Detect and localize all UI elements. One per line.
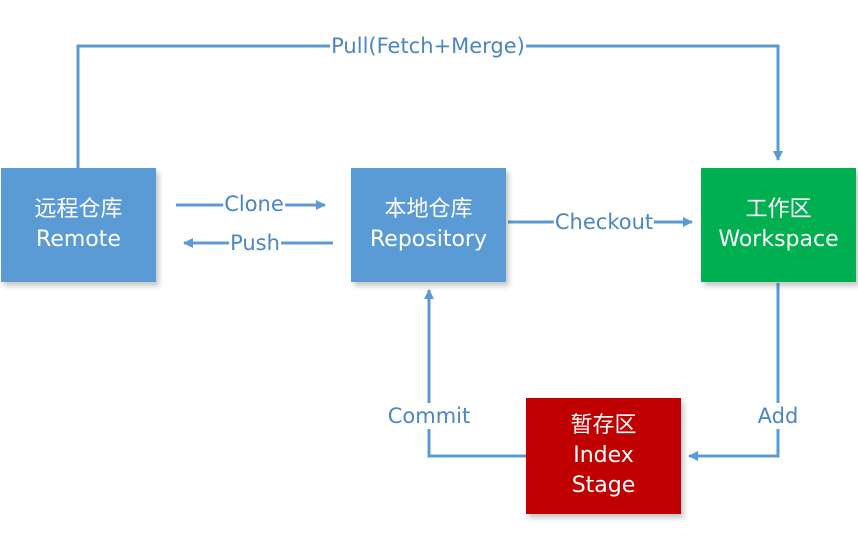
index-zh-label: 暂存区 — [570, 413, 637, 438]
workspace-zh-label: 工作区 — [745, 197, 812, 222]
pull-label: Pull(Fetch+Merge) — [330, 33, 526, 59]
commit-arrow — [424, 289, 526, 458]
add-label: Add — [756, 403, 800, 429]
add-arrow — [688, 283, 780, 461]
pull-arrow — [76, 44, 783, 168]
workspace-node: 工作区 Workspace — [701, 168, 856, 282]
clone-label: Clone — [223, 191, 285, 217]
index-en-label: Index — [573, 443, 634, 468]
index-en2-label: Stage — [571, 473, 636, 498]
repository-node: 本地仓库 Repository — [351, 168, 506, 282]
remote-en-label: Remote — [36, 227, 121, 252]
commit-label: Commit — [386, 403, 472, 429]
index-node: 暂存区 Index Stage — [526, 398, 681, 514]
workspace-en-label: Workspace — [718, 227, 839, 252]
push-label: Push — [229, 230, 281, 256]
repository-zh-label: 本地仓库 — [384, 197, 473, 222]
remote-zh-label: 远程仓库 — [34, 197, 123, 222]
checkout-label: Checkout — [553, 209, 655, 235]
repository-en-label: Repository — [370, 227, 487, 252]
remote-node: 远程仓库 Remote — [1, 168, 156, 282]
